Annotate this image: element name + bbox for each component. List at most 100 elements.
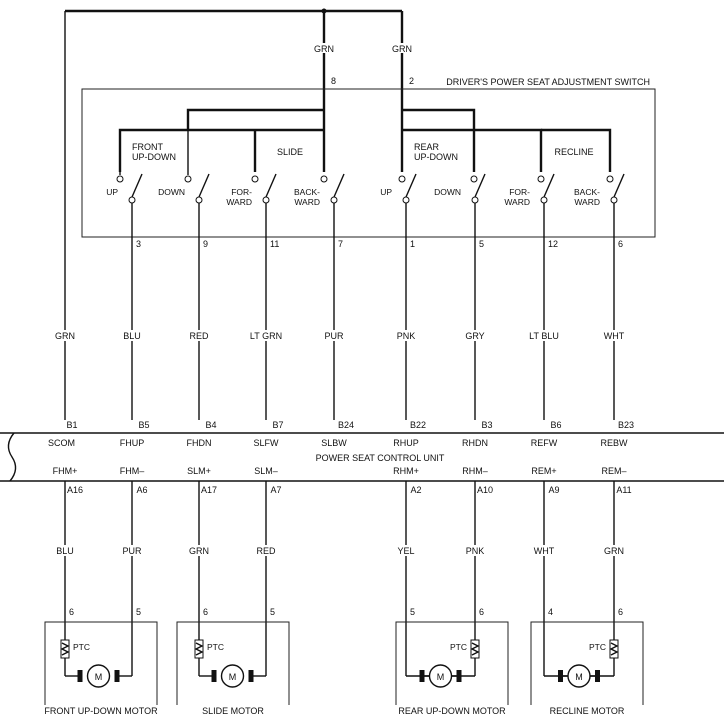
unit-signal-in: REFW: [531, 438, 558, 448]
unit-terminal-out: A6: [136, 485, 147, 495]
wire-label-bg: [51, 545, 79, 556]
switch-label: BACK-WARD: [294, 187, 320, 207]
switch-label: DOWN: [434, 187, 461, 197]
group-recline: RECLINE: [554, 147, 593, 157]
unit-signal-in: RHDN: [462, 438, 488, 448]
unit-terminal-in: B24: [338, 420, 354, 430]
switch-pivot-contact: [471, 196, 479, 204]
unit-signal-out: SLM+: [187, 466, 211, 476]
switch-wire-color: WHT: [604, 331, 625, 341]
switch-title: DRIVER'S POWER SEAT ADJUSTMENT SWITCH: [446, 77, 650, 87]
motor-housing: [395, 621, 509, 705]
unit-terminal-in: B4: [205, 420, 216, 430]
unit-signal-in: SLBW: [321, 438, 347, 448]
motor-brush-left: [419, 670, 425, 682]
wire-label-bg: [600, 545, 628, 556]
switch-wire-color: RED: [189, 331, 209, 341]
unit-left-break: [7, 432, 17, 482]
switch-pin-number: 1: [410, 239, 415, 249]
motor-pin-number: 6: [479, 607, 484, 617]
switch-wire-color: GRY: [465, 331, 484, 341]
unit-terminal-out: A16: [67, 485, 83, 495]
wire-label-bg: [530, 545, 558, 556]
wire-label-bg: [314, 330, 354, 341]
switch-pivot-contact: [402, 196, 410, 204]
motor-brush-left: [77, 670, 83, 682]
motor-m-label: M: [95, 672, 103, 682]
motor-housing: [176, 621, 290, 705]
switch-label: UP: [380, 187, 392, 197]
motor-m-label: M: [437, 672, 445, 682]
motor-symbol: [220, 664, 245, 688]
switch-fixed-contact: [606, 175, 614, 183]
motor-pin-number: 5: [136, 607, 141, 617]
motor-pin-number: 6: [618, 607, 623, 617]
unit-signal-in: RHUP: [393, 438, 419, 448]
motor-name: FRONT UP-DOWN MOTOR: [44, 706, 158, 716]
switch-fixed-contact: [184, 175, 192, 183]
unit-signal-out: SLM–: [254, 466, 278, 476]
ptc-label: PTC: [207, 642, 224, 652]
switch-pivot-contact: [330, 196, 338, 204]
unit-terminal-out: A2: [410, 485, 421, 495]
motor-m-label: M: [229, 672, 237, 682]
switch-pivot-contact: [195, 196, 203, 204]
switch-pin-number: 7: [338, 239, 343, 249]
switch-wire-color: LT BLU: [529, 331, 559, 341]
motor-pin-number: 6: [203, 607, 208, 617]
switch-fixed-contact: [116, 175, 124, 183]
switch-fixed-contact: [320, 175, 328, 183]
motor-wire-color: GRN: [604, 546, 624, 556]
unit-terminal-out: A9: [548, 485, 559, 495]
wire-label-bg: [392, 545, 420, 556]
wire-label-bg: [252, 545, 280, 556]
motor-wire-color: RED: [256, 546, 276, 556]
wire-label-bg: [179, 330, 219, 341]
motor-brush-right: [595, 670, 600, 682]
rear-down-common: [402, 108, 476, 172]
motor-brush-right: [114, 670, 120, 682]
unit-terminal-in: B23: [618, 420, 634, 430]
unit-terminal-out: A10: [477, 485, 493, 495]
motor-wire-color: WHT: [534, 546, 555, 556]
motor-brush-left: [558, 670, 563, 682]
switch-pin-number: 5: [479, 239, 484, 249]
unit-terminal-out: A11: [616, 485, 631, 495]
switch-pin-number: 11: [270, 239, 279, 249]
unit-signal-in: REBW: [601, 438, 629, 448]
feed-label-bg: [312, 43, 336, 53]
switch-blade: [198, 173, 210, 198]
unit-terminal-out: A7: [270, 485, 281, 495]
unit-terminal-out: A17: [201, 485, 217, 495]
switch-label: FOR-WARD: [226, 187, 252, 207]
switch-pivot-contact: [128, 196, 136, 204]
switch-label: UP: [106, 187, 118, 197]
ptc-label: PTC: [589, 642, 606, 652]
switch-pin-number: 3: [136, 239, 141, 249]
scom-wire-color: GRN: [55, 331, 75, 341]
motor-wire-color: YEL: [397, 546, 414, 556]
switch-label: FOR-WARD: [504, 187, 530, 207]
scom-signal: SCOM: [48, 438, 75, 448]
recline-back-common: [541, 128, 612, 172]
motor-name: REAR UP-DOWN MOTOR: [398, 706, 506, 716]
switch-fixed-contact: [537, 175, 545, 183]
motor-symbol: [567, 664, 591, 688]
wire-label-bg: [112, 330, 152, 341]
wire-label-bg: [594, 330, 634, 341]
wire-label-bg: [455, 330, 495, 341]
unit-terminal-in: B3: [481, 420, 492, 430]
unit-signal-out: RHM+: [393, 466, 419, 476]
feed-label-bg: [390, 43, 414, 53]
motor-wire-color: PUR: [122, 546, 142, 556]
motor-pin-number: 4: [548, 607, 553, 617]
feed-pin-8: 8: [331, 76, 336, 86]
switch-housing: [81, 88, 656, 238]
unit-signal-in: FHUP: [120, 438, 145, 448]
motor-housing: [44, 621, 158, 705]
unit-signal-out: FHM–: [120, 466, 145, 476]
switch-label: BACK-WARD: [574, 187, 600, 207]
feed-wire-color-pin2: GRN: [392, 44, 412, 54]
